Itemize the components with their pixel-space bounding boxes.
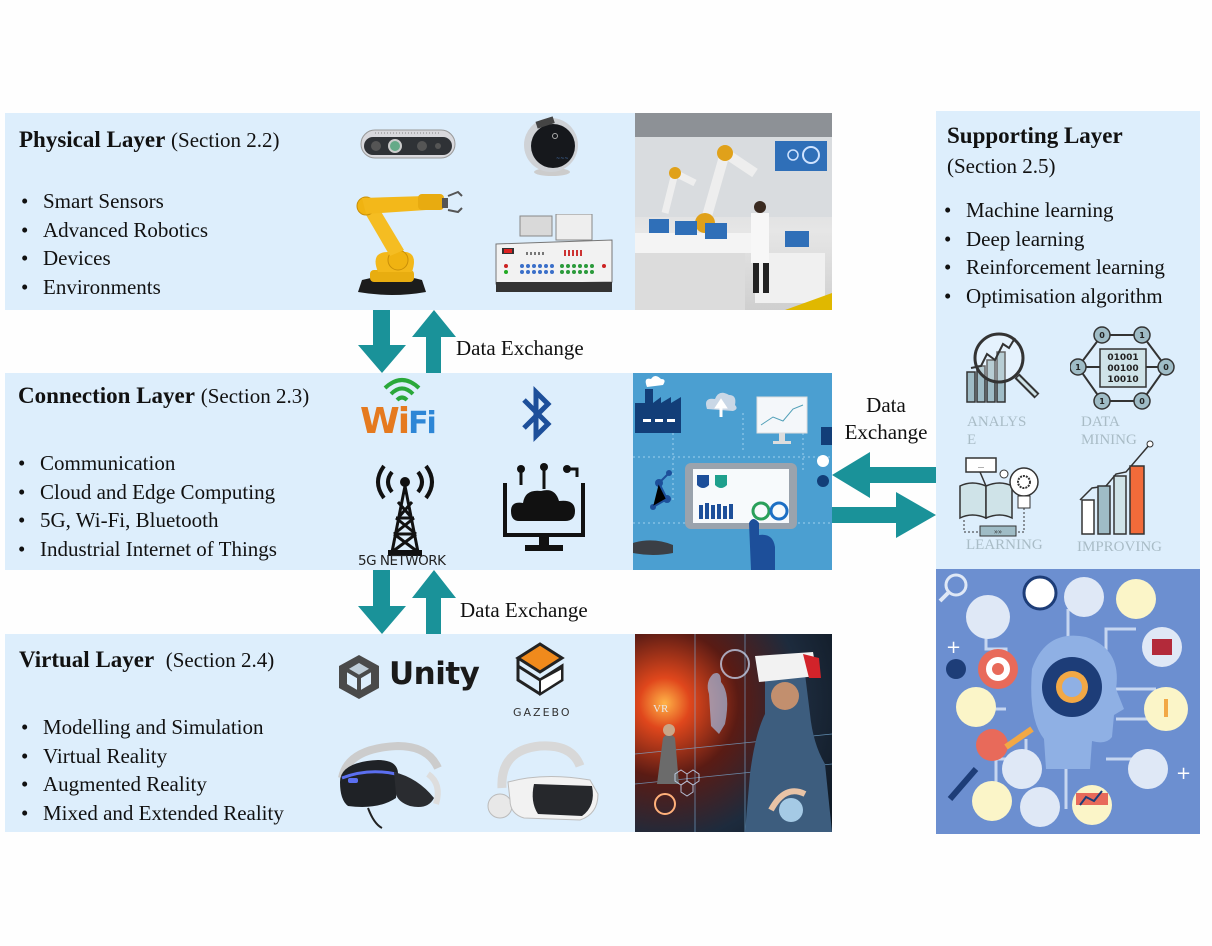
node-bit: 0: [1099, 331, 1105, 340]
svg-text:+: +: [946, 637, 961, 658]
cell-tower-icon: [370, 458, 440, 558]
unity-logo-icon: [336, 653, 382, 701]
left-arrow-icon: [832, 452, 936, 498]
supporting-layer-section: (Section 2.5): [947, 154, 1056, 178]
unity-label: Unity: [389, 656, 480, 692]
data-exchange-line1: Data: [866, 393, 906, 417]
vr-headset-icon: [484, 736, 604, 828]
vr-photo-text: VR: [653, 703, 669, 715]
control-panel-device-icon: [494, 214, 614, 294]
ai-brain-illustration: + +: [936, 569, 1200, 834]
data-exchange-line2: Exchange: [844, 420, 928, 444]
bits-row: 10010: [1107, 375, 1138, 385]
depth-camera-icon: [360, 127, 456, 161]
list-item: Reinforcement learning: [942, 253, 1165, 282]
connection-layer-name: Connection Layer: [18, 383, 195, 408]
up-arrow-icon: [411, 570, 457, 634]
learning-label: LEARNING: [966, 537, 1043, 553]
lidar-sensor-icon: ~~~: [520, 116, 582, 178]
data-mining-label-line2: MINING: [1081, 432, 1137, 448]
supporting-layer-title: Supporting Layer: [947, 123, 1123, 149]
list-item: Environments: [19, 273, 208, 302]
list-item: Devices: [19, 244, 208, 273]
data-mining-label: DATA MINING: [1081, 413, 1137, 449]
list-item: Communication: [16, 449, 277, 478]
node-bit: 1: [1139, 331, 1145, 340]
iiot-dashboard-illustration: [633, 373, 832, 570]
list-item: Machine learning: [942, 196, 1165, 225]
virtual-layer-section: (Section 2.4): [165, 648, 275, 672]
node-bit: 0: [1139, 397, 1145, 406]
learning-icon: ... »»: [958, 456, 1048, 538]
node-bit: 1: [1099, 397, 1105, 406]
analyse-label-line2: E: [967, 432, 977, 448]
list-item: Modelling and Simulation: [19, 713, 284, 742]
list-item: Industrial Internet of Things: [16, 535, 277, 564]
connection-layer-section: (Section 2.3): [200, 384, 310, 408]
list-item: Advanced Robotics: [19, 216, 208, 245]
wifi-logo-icon: WiFi: [360, 376, 446, 448]
5g-network-label: 5G NETWORK: [358, 553, 446, 569]
physical-layer-section: (Section 2.2): [171, 128, 280, 152]
svg-text:+: +: [1176, 763, 1191, 784]
supporting-layer-name: Supporting Layer: [947, 123, 1123, 148]
node-bit: 1: [1075, 363, 1081, 372]
down-arrow-icon: [357, 570, 407, 634]
data-mining-icon: 01001 00100 10010 0 1 1 0 1 0: [1070, 325, 1176, 411]
list-item: Optimisation algorithm: [942, 282, 1165, 311]
list-item: Smart Sensors: [19, 187, 208, 216]
improving-label: IMPROVING: [1077, 539, 1163, 555]
svg-text:»»: »»: [994, 527, 1002, 536]
down-arrow-icon: [357, 310, 407, 373]
list-item: Virtual Reality: [19, 742, 284, 771]
data-exchange-label: Data Exchange: [460, 598, 588, 622]
list-item: Cloud and Edge Computing: [16, 478, 277, 507]
right-arrow-icon: [832, 492, 936, 538]
data-exchange-label: Data Exchange: [836, 392, 936, 446]
bits-row: 00100: [1107, 364, 1138, 374]
data-mining-label-line1: DATA: [1081, 414, 1120, 430]
node-bit: 0: [1163, 363, 1169, 372]
up-arrow-icon: [411, 310, 457, 373]
list-item: Deep learning: [942, 225, 1165, 254]
factory-lab-photo: [635, 113, 832, 310]
wifi-fi-text: Fi: [408, 406, 437, 441]
svg-text:...: ...: [978, 461, 984, 470]
analyse-label: ANALYS E: [967, 413, 1026, 449]
bluetooth-icon: [520, 384, 554, 444]
data-exchange-label: Data Exchange: [456, 336, 584, 360]
vr-headset-icon: [338, 738, 450, 832]
supporting-layer-list: Machine learning Deep learning Reinforce…: [942, 196, 1165, 310]
robotic-arm-icon: [352, 188, 472, 300]
virtual-layer-name: Virtual Layer: [19, 647, 155, 672]
virtual-layer-title: Virtual Layer (Section 2.4): [19, 647, 274, 673]
gazebo-logo-icon: [512, 642, 568, 702]
list-item: 5G, Wi-Fi, Bluetooth: [16, 506, 277, 535]
connection-layer-list: Communication Cloud and Edge Computing 5…: [16, 449, 277, 563]
vr-scene-photo: VR: [635, 634, 832, 832]
virtual-layer-list: Modelling and Simulation Virtual Reality…: [19, 713, 284, 827]
analyse-icon: [965, 330, 1047, 406]
svg-text:~~~: ~~~: [556, 156, 569, 162]
gazebo-label: GAZEBO: [513, 706, 572, 719]
connection-layer-title: Connection Layer (Section 2.3): [18, 383, 309, 409]
list-item: Augmented Reality: [19, 770, 284, 799]
physical-layer-list: Smart Sensors Advanced Robotics Devices …: [19, 187, 208, 301]
list-item: Mixed and Extended Reality: [19, 799, 284, 828]
wifi-wi-text: Wi: [360, 401, 410, 442]
bits-row: 01001: [1107, 353, 1138, 363]
physical-layer-name: Physical Layer: [19, 127, 166, 152]
improving-icon: [1078, 440, 1158, 536]
analyse-label-line1: ANALYS: [967, 414, 1027, 430]
cloud-computing-icon: [499, 463, 589, 559]
physical-layer-title: Physical Layer (Section 2.2): [19, 127, 280, 153]
